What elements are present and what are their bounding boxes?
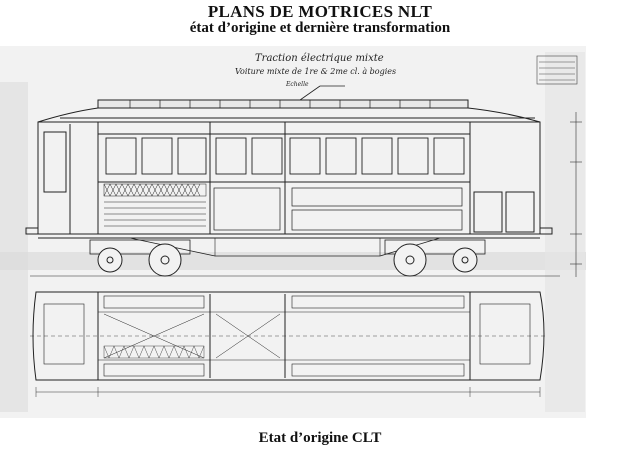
side-windows [105, 137, 465, 175]
paper-fold-shadow [0, 252, 586, 270]
floor-lattice [103, 345, 205, 359]
planked-panel [104, 201, 206, 227]
plan-heading-1: Traction électrique mixte [255, 53, 384, 64]
lattice-panel [103, 183, 207, 197]
page-subtitle: état d’origine et dernière transformatio… [189, 20, 451, 36]
dimension-lines [35, 387, 541, 397]
side-elevation [25, 85, 560, 277]
page-title: PLANS DE MOTRICES NLT [207, 2, 433, 21]
paper-smudge-right [545, 52, 585, 412]
plan-outline [32, 291, 545, 381]
bogie-left [89, 239, 191, 277]
plan-heading-2: Voiture mixte de 1re & 2me cl. à bogies [235, 67, 396, 76]
plan-scale-note: Echelle [285, 81, 309, 88]
page-caption: Etat d’origine CLT [258, 430, 382, 446]
bogie-right [384, 239, 486, 277]
dimension-ruler-right [570, 112, 582, 277]
plan-view [30, 291, 546, 381]
legend-box [536, 55, 578, 85]
clerestory [97, 99, 469, 109]
clerestory-windows [129, 100, 431, 108]
seat-benches [103, 295, 465, 377]
tram-blueprint: Traction électrique mixte Voiture mixte … [0, 46, 586, 418]
paper-smudge-left [0, 82, 28, 412]
